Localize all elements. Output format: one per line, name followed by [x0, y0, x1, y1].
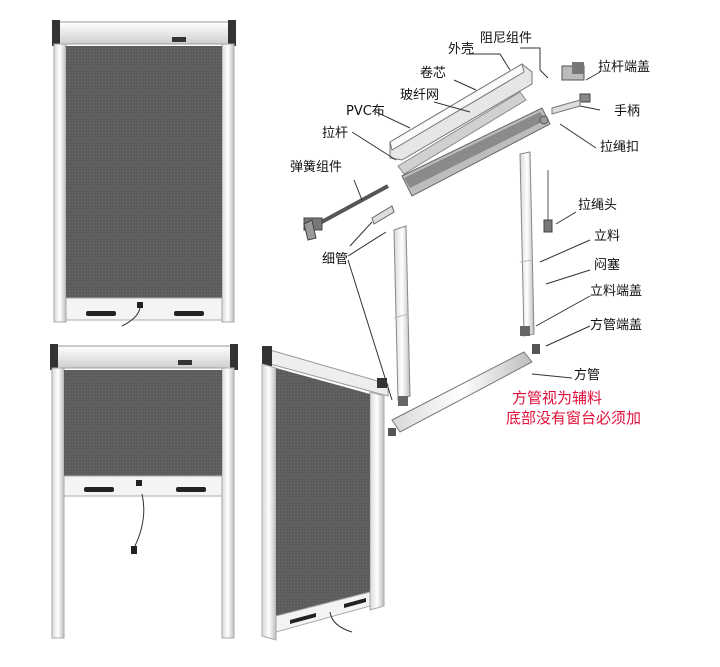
- window-half-open: [50, 344, 238, 639]
- label-pvc-cloth: PVC布: [346, 104, 385, 119]
- window-closed: [52, 20, 236, 327]
- label-square-tube-end-cap: 方管端盖: [590, 318, 643, 333]
- leader-lines: [347, 47, 601, 401]
- label-cord-buckle: 拉绳扣: [600, 140, 640, 155]
- label-thin-tube: 细管: [322, 252, 349, 267]
- label-vertical-rail: 立料: [594, 229, 621, 244]
- label-square-tube: 方管: [574, 368, 601, 383]
- label-spring-assembly: 弹簧组件: [290, 160, 343, 175]
- label-latch-plug: 闷塞: [594, 258, 621, 273]
- label-roller-core: 卷芯: [420, 66, 447, 81]
- label-damper-assembly: 阻尼组件: [480, 31, 533, 46]
- label-pull-rod: 拉杆: [322, 126, 349, 141]
- window-perspective: [261, 346, 389, 641]
- label-handle: 手柄: [614, 104, 641, 119]
- note-line-2: 底部没有窗台必须加: [506, 409, 642, 427]
- label-pull-rod-end-cap: 拉杆端盖: [598, 60, 651, 75]
- label-cord-head: 拉绳头: [578, 198, 618, 213]
- note-line-1: 方管视为辅料: [512, 389, 603, 407]
- label-outer-shell: 外壳: [448, 42, 475, 57]
- label-vertical-rail-end-cap: 立料端盖: [590, 284, 643, 299]
- exploded-assembly: [303, 62, 591, 436]
- label-fiberglass-mesh: 玻纤网: [400, 88, 440, 103]
